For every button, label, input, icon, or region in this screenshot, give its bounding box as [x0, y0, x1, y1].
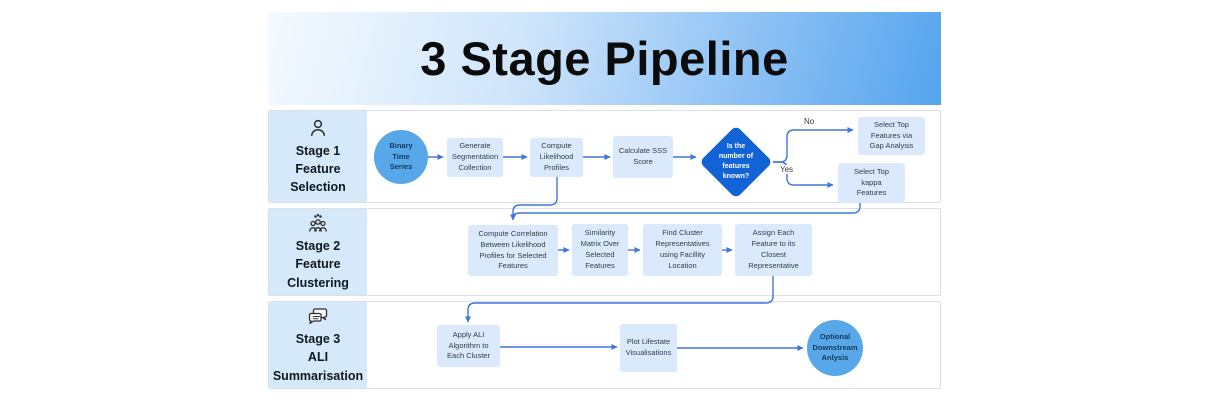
- node-select-kappa: Select Top kappa Features: [838, 163, 905, 203]
- node-calculate-sss: Calculate SSS Score: [613, 136, 673, 178]
- decision-text: Is the number of features known?: [718, 142, 754, 181]
- node-select-gap-analysis: Select Top Features via Gap Analysis: [858, 117, 925, 155]
- team-icon: [307, 212, 329, 234]
- node-similarity-matrix: Similarity Matrix Over Selected Features: [572, 224, 628, 276]
- pipeline-diagram: 3 Stage Pipeline Stage 1 Feature Selecti…: [268, 12, 941, 390]
- person-icon: [307, 117, 329, 139]
- branch-label-yes: Yes: [778, 165, 796, 174]
- node-plot-lifestate: Plot Lifestate Visualisations: [620, 324, 677, 372]
- chat-bubbles-icon: [307, 305, 329, 327]
- stage1-label-box: Stage 1 Feature Selection: [269, 111, 367, 202]
- node-assign-each-feature: Assign Each Feature to its Closest Repre…: [735, 224, 812, 276]
- stage2-label-box: Stage 2 Feature Clustering: [269, 209, 367, 295]
- stage1-label: Stage 1 Feature Selection: [290, 143, 346, 195]
- stage3-label-box: Stage 3 ALI Summarisation: [269, 302, 367, 388]
- stage3-label: Stage 3 ALI Summarisation: [272, 332, 364, 383]
- title-banner: 3 Stage Pipeline: [268, 12, 941, 105]
- branch-label-no: No: [802, 117, 817, 126]
- node-apply-ali: Apply ALI Algorithm to Each Cluster: [437, 325, 500, 367]
- node-find-cluster-representatives: Find Cluster Representatives using Facil…: [643, 224, 722, 276]
- node-generate-segmentation: Generate Segmentation Collection: [447, 138, 503, 177]
- page-title: 3 Stage Pipeline: [420, 32, 789, 85]
- node-compute-correlation: Compute Correlation Between Likelihood P…: [468, 225, 558, 276]
- node-binary-time-series: Binary Time Series: [374, 130, 428, 184]
- stage2-label: Stage 2 Feature Clustering: [287, 239, 349, 290]
- node-compute-likelihood: Compute Likelihood Profiles: [530, 138, 583, 177]
- node-optional-downstream: Optional Downstream Anlysis: [807, 320, 863, 376]
